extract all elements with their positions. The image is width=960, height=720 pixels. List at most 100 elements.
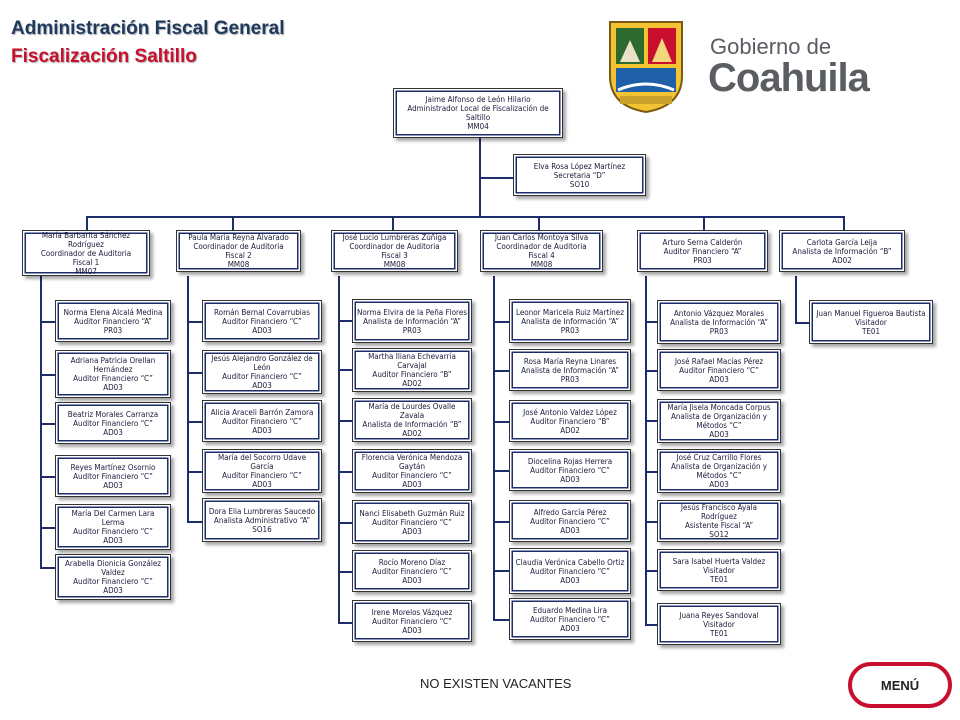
- org-box-administrador[interactable]: Jaime Alfonso de León Hilario Administra…: [393, 88, 563, 138]
- org-box-staff[interactable]: Sara Isabel Huerta Valdez Visitador TE01: [657, 549, 781, 591]
- person-name: Florencia Verónica Mendoza Gaytán: [361, 453, 463, 471]
- person-code: AD03: [402, 625, 422, 635]
- org-box-staff[interactable]: Alicia Araceli Barrón Zamora Auditor Fin…: [202, 400, 322, 442]
- person-unit: Fiscal 1: [72, 257, 100, 267]
- person-code: AD03: [402, 526, 422, 536]
- org-box-staff[interactable]: Nanci Elisabeth Guzmán Ruiz Auditor Fina…: [352, 500, 472, 544]
- org-box-analista-ad02[interactable]: Carlota García Leija Analista de Informa…: [779, 230, 905, 272]
- person-role: Analista de Información “A”: [670, 317, 768, 327]
- person-role: Auditor Financiero “C”: [530, 516, 610, 526]
- person-role: Auditor Financiero “A”: [663, 246, 742, 256]
- org-box-staff[interactable]: Dora Elia Lumbreras Saucedo Analista Adm…: [202, 498, 322, 542]
- org-box-coordinador-fiscal-2[interactable]: Paula María Reyna Alvarado Coordinador d…: [176, 230, 301, 272]
- person-code: PR03: [560, 325, 580, 335]
- person-name: Reyes Martínez Osornio: [70, 462, 156, 472]
- person-code: TE01: [709, 628, 729, 638]
- person-unit: Fiscal 2: [225, 251, 252, 260]
- org-box-staff[interactable]: Jesús Alejandro González de León Auditor…: [202, 350, 322, 394]
- person-role: Auditor Financiero “C”: [372, 517, 452, 527]
- person-code: AD03: [103, 427, 123, 437]
- org-box-staff[interactable]: Irene Morelos Vázquez Auditor Financiero…: [352, 600, 472, 642]
- person-name: Carlota García Leija: [806, 237, 878, 247]
- person-name: Antonio Vázquez Morales: [673, 308, 765, 318]
- page-title: Administración Fiscal General: [11, 18, 285, 39]
- person-role: Auditor Financiero “C”: [530, 614, 610, 624]
- org-box-staff[interactable]: Diocelina Rojas Herrera Auditor Financie…: [509, 449, 631, 491]
- org-box-staff[interactable]: Florencia Verónica Mendoza Gaytán Audito…: [352, 449, 472, 493]
- person-role: Auditor Financiero “C”: [222, 416, 302, 426]
- org-box-staff[interactable]: Martha Iliana Echevarría Carvajal Audito…: [352, 348, 472, 392]
- person-name: Alfredo García Pérez: [533, 507, 607, 517]
- org-box-staff[interactable]: Norma Elvira de la Peña Flores Analista …: [352, 299, 472, 343]
- person-role: Coordinador de Auditoria: [193, 242, 284, 251]
- person-name: Elva Rosa López Martínez: [533, 161, 626, 171]
- person-role: Analista de Organización y Métodos “C”: [670, 462, 768, 480]
- org-box-staff[interactable]: Claudia Verónica Cabello Ortiz Auditor F…: [509, 548, 631, 594]
- person-code: SO16: [252, 524, 272, 534]
- org-box-staff[interactable]: Eduardo Medina Lira Auditor Financiero “…: [509, 598, 631, 640]
- org-box-staff[interactable]: José Antonio Valdez López Auditor Financ…: [509, 400, 631, 442]
- org-box-staff[interactable]: María Del Carmen Lara Lerma Auditor Fina…: [55, 504, 171, 550]
- person-code: PR03: [560, 374, 580, 384]
- org-box-coordinador-fiscal-3[interactable]: José Lucio Lumbreras Zúñiga Coordinador …: [331, 230, 458, 272]
- person-code: AD03: [103, 383, 123, 392]
- person-name: Rocío Moreno Díaz: [378, 557, 446, 567]
- person-role: Auditor Financiero “B”: [372, 370, 452, 379]
- person-name: Adriana Patricia Orellan Hernández: [70, 356, 156, 374]
- org-box-staff[interactable]: Rocío Moreno Díaz Auditor Financiero “C”…: [352, 550, 472, 592]
- org-box-coordinador-fiscal-1[interactable]: María Barbarita Sánchez Rodríguez Coordi…: [22, 230, 150, 276]
- person-role: Auditor Financiero “C”: [73, 527, 153, 536]
- org-box-staff[interactable]: Norma Elena Alcalá Medina Auditor Financ…: [55, 300, 171, 342]
- person-code: SO12: [709, 530, 729, 539]
- menu-button[interactable]: MENÚ: [848, 662, 952, 708]
- org-box-staff[interactable]: Leonor Maricela Ruiz Martínez Analista d…: [509, 299, 631, 343]
- person-name: María Del Carmen Lara Lerma: [71, 509, 155, 527]
- org-box-staff[interactable]: Beatriz Morales Carranza Auditor Financi…: [55, 402, 171, 444]
- org-box-staff[interactable]: Rosa María Reyna Linares Analista de Inf…: [509, 349, 631, 391]
- org-box-staff[interactable]: María de Lourdes Ovalle Zavala Analista …: [352, 398, 472, 442]
- org-box-auditor-pr03[interactable]: Arturo Serna Calderón Auditor Financiero…: [637, 230, 768, 272]
- person-code: MM08: [530, 260, 553, 269]
- org-box-staff[interactable]: Reyes Martínez Osornio Auditor Financier…: [55, 455, 171, 497]
- person-name: María Barbarita Sánchez Rodríguez: [41, 230, 131, 249]
- person-role: Auditor Financiero “C”: [73, 577, 153, 586]
- org-box-coordinador-fiscal-4[interactable]: Juan Carlos Montoya Silva Coordinador de…: [480, 230, 603, 272]
- person-role: Analista de Información “A”: [521, 316, 619, 326]
- coahuila-shield-icon: [609, 21, 683, 114]
- person-code: PR03: [693, 255, 712, 265]
- org-box-staff[interactable]: José Cruz Carrillo Flores Analista de Or…: [657, 449, 781, 493]
- org-box-staff[interactable]: Jesús Francisco Ayala Rodríguez Asistent…: [657, 500, 781, 542]
- org-box-secretaria[interactable]: Elva Rosa López Martínez Secretaria “D” …: [513, 154, 646, 196]
- person-role: Auditor Financiero “C”: [530, 465, 610, 475]
- org-box-staff[interactable]: Juana Reyes Sandoval Visitador TE01: [657, 603, 781, 645]
- person-code: AD03: [252, 480, 272, 489]
- org-box-staff[interactable]: Arabella Dionicia González Valdez Audito…: [55, 554, 171, 600]
- org-box-staff[interactable]: Adriana Patricia Orellan Hernández Audit…: [55, 350, 171, 398]
- person-name: Paula María Reyna Alvarado: [188, 233, 289, 242]
- person-code: AD02: [402, 429, 422, 438]
- org-box-staff[interactable]: José Rafael Macías Pérez Auditor Financi…: [657, 349, 781, 391]
- person-role: Coordinador de Auditoria: [40, 248, 132, 258]
- org-box-staff[interactable]: Alfredo García Pérez Auditor Financiero …: [509, 500, 631, 542]
- person-name: Nanci Elisabeth Guzmán Ruiz: [359, 508, 465, 518]
- person-role: Auditor Financiero “C”: [222, 471, 302, 480]
- org-box-staff[interactable]: Román Bernal Covarrubias Auditor Financi…: [202, 300, 322, 342]
- person-name: José Rafael Macías Pérez: [674, 356, 764, 366]
- person-name: José Lucio Lumbreras Zúñiga: [342, 233, 447, 242]
- person-name: Norma Elvira de la Peña Flores: [357, 307, 467, 317]
- person-role: Visitador: [703, 619, 735, 629]
- person-name: Jesús Francisco Ayala Rodríguez: [680, 503, 758, 521]
- person-role: Analista de Información “A”: [521, 365, 619, 375]
- person-unit: Fiscal 4: [528, 251, 555, 260]
- person-name: Dora Elia Lumbreras Saucedo: [208, 506, 316, 516]
- person-name: Jesús Alejandro González de León: [211, 354, 313, 372]
- org-box-staff[interactable]: Antonio Vázquez Morales Analista de Info…: [657, 300, 781, 344]
- person-name: Rosa María Reyna Linares: [523, 356, 617, 366]
- page-subtitle: Fiscalización Saltillo: [11, 46, 197, 67]
- org-box-staff[interactable]: María Jisela Moncada Corpus Analista de …: [657, 399, 781, 443]
- person-name: Román Bernal Covarrubias: [214, 307, 310, 317]
- person-role: Auditor Financiero “A”: [74, 316, 152, 326]
- org-box-staff[interactable]: María del Socorro Udave García Auditor F…: [202, 449, 322, 493]
- person-code: AD03: [560, 474, 580, 484]
- org-box-staff[interactable]: Juan Manuel Figueroa Bautista Visitador …: [809, 300, 933, 344]
